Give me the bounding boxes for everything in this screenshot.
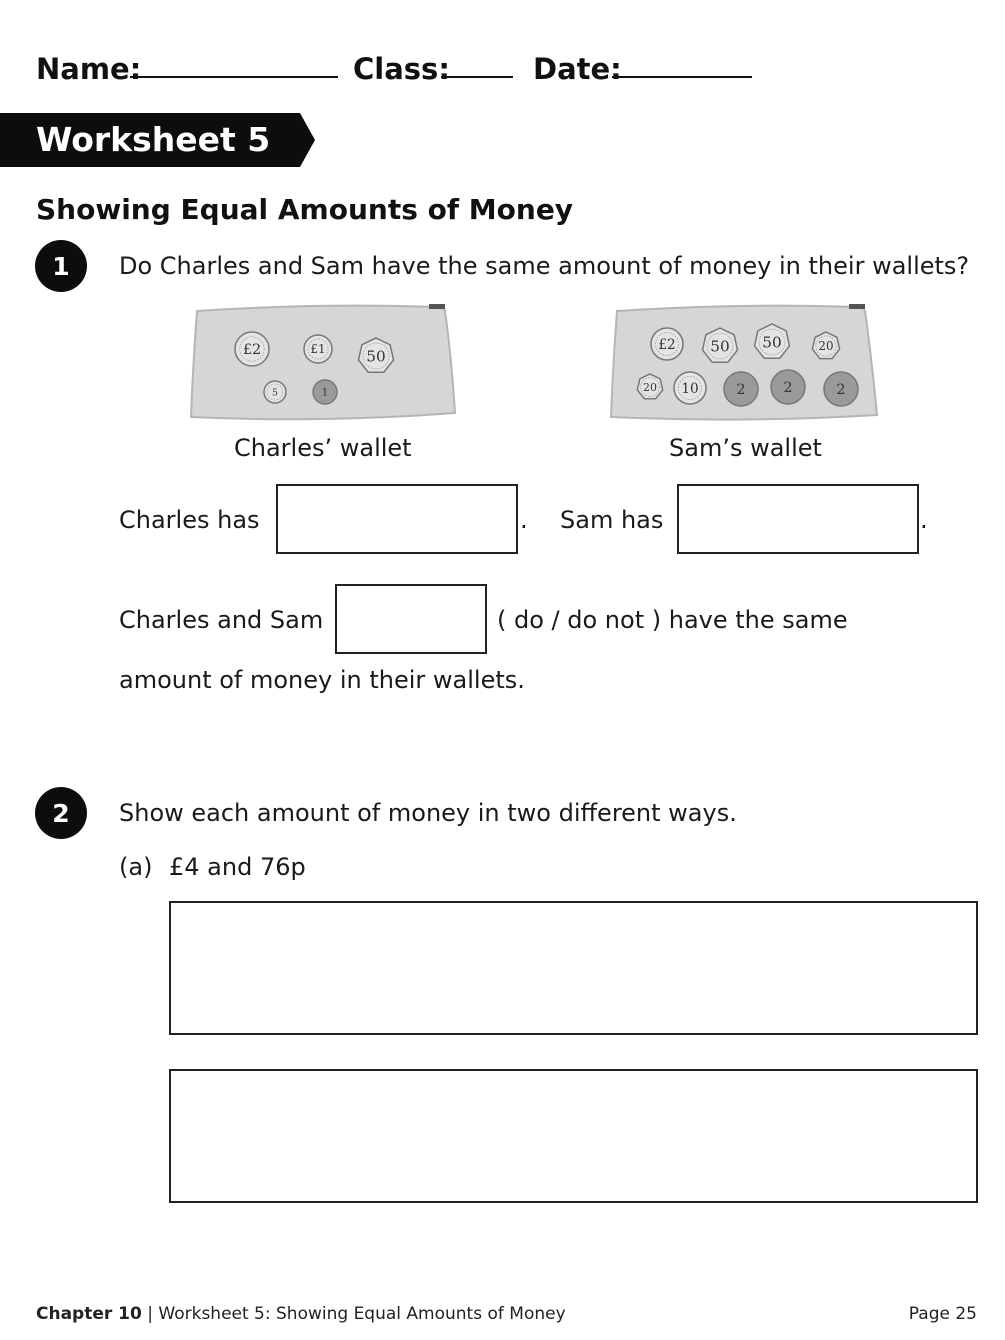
comparison-prefix: Charles and Sam [119,606,324,634]
sam-wallet-caption: Sam’s wallet [669,434,822,462]
coin: 2 [723,371,759,407]
coin: 50 [357,337,395,373]
charles-amount-box[interactable] [276,484,518,554]
coin: 1 [312,379,338,405]
date-label: Date: [533,52,622,86]
question-1-text: Do Charles and Sam have the same amount … [119,252,970,280]
comparison-suffix: ( do / do not ) have the same [497,606,848,634]
coin: 20 [811,331,841,360]
coin: £2 [234,331,270,367]
class-input-line[interactable] [441,76,513,78]
coin: 2 [770,369,806,405]
worksheet-banner [0,113,315,167]
coin-label: 20 [818,339,833,353]
coin: 50 [701,327,739,363]
footer-chapter: Chapter 10 [36,1304,142,1324]
question-1-number: 1 [35,240,87,292]
footer-worksheet-title: Worksheet 5: Showing Equal Amounts of Mo… [158,1304,566,1324]
name-input-line[interactable] [130,76,338,78]
coin-label: £2 [658,337,675,353]
question-2-text: Show each amount of money in two differe… [119,799,737,827]
coin-label: 20 [643,381,657,394]
coin-label: 50 [710,337,729,355]
coin: 5 [263,380,287,404]
worksheet-title: Worksheet 5 [36,120,271,159]
part-a-amount: £4 and 76p [169,853,306,881]
footer-separator: | [147,1304,153,1324]
coin: 10 [673,371,707,405]
date-input-line[interactable] [612,76,752,78]
sam-has-label: Sam has [560,506,664,534]
part-a-label: (a) [119,853,153,881]
coin: 2 [823,371,859,407]
coin-label: 10 [681,381,698,397]
coin-label: £1 [310,342,325,356]
comparison-continuation: amount of money in their wallets. [119,666,525,694]
footer-page-number: Page 25 [908,1304,977,1324]
coin: £1 [303,334,333,364]
charles-has-label: Charles has [119,506,260,534]
sam-amount-box[interactable] [677,484,919,554]
coin-label: 1 [322,388,328,399]
name-label: Name: [36,52,142,86]
coin: 50 [753,323,791,359]
charles-period: . [520,506,528,534]
coin: 20 [636,373,664,400]
section-title: Showing Equal Amounts of Money [36,193,574,226]
coin-label: 50 [762,333,781,351]
coin-label: 5 [272,387,278,398]
coin: £2 [650,327,684,361]
coin-label: 50 [366,347,385,365]
sam-period: . [920,506,928,534]
coin-label: 2 [836,382,845,398]
comparison-answer-box[interactable] [335,584,487,654]
answer-box-way-2[interactable] [169,1069,978,1203]
class-label: Class: [353,52,450,86]
coin-label: £2 [243,342,261,358]
coin-label: 2 [783,380,792,396]
footer-left: Chapter 10 | Worksheet 5: Showing Equal … [36,1304,566,1324]
question-2-number: 2 [35,787,87,839]
coin-label: 2 [736,382,745,398]
sam-wallet-image: £2 50 50 20 20 10 2 2 2 [609,304,879,421]
charles-wallet-caption: Charles’ wallet [234,434,412,462]
answer-box-way-1[interactable] [169,901,978,1035]
charles-wallet-image: £2 £1 50 5 1 [189,304,457,421]
